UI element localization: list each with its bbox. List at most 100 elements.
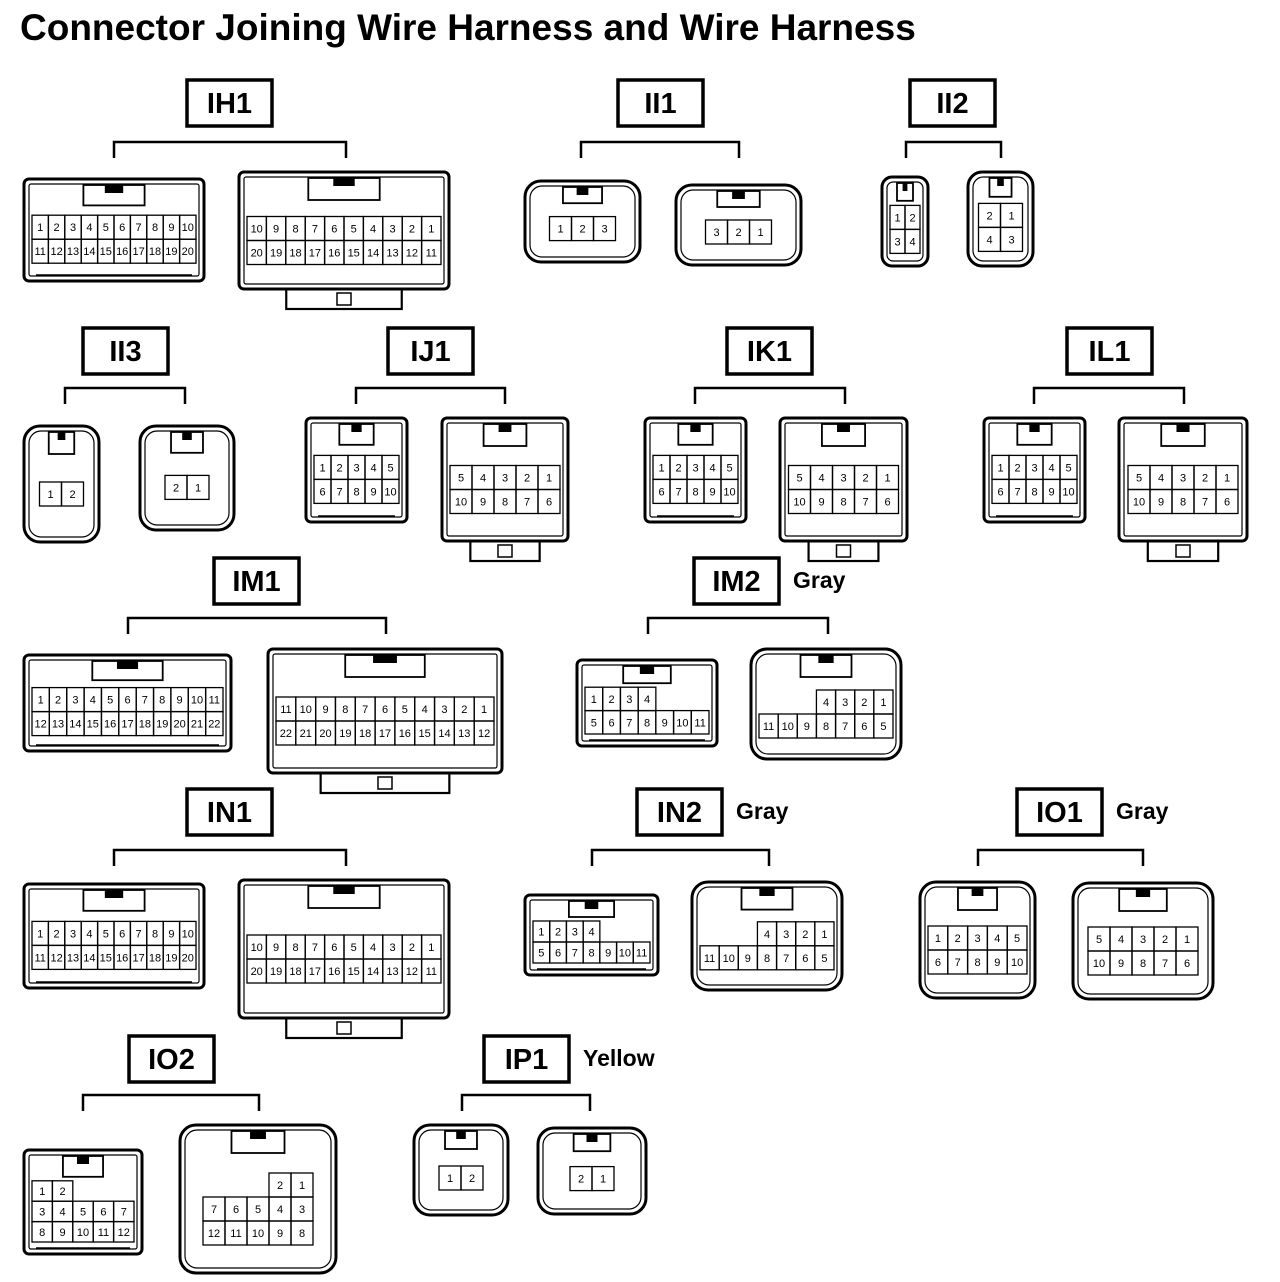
pin-number: 7 (121, 1206, 127, 1218)
pin-number: 10 (1062, 486, 1074, 498)
pin-number: 1 (428, 942, 434, 954)
connector-label-box (386, 326, 475, 376)
pin-number: 5 (591, 717, 597, 729)
pin-cell (420, 958, 442, 984)
pin-number: 11 (34, 952, 45, 964)
pin-number: 4 (986, 234, 992, 246)
pin-number: 1 (37, 928, 43, 940)
pin-cell (720, 478, 739, 505)
pin-number: 6 (546, 497, 552, 509)
pin-number: 5 (880, 721, 886, 733)
pin-cell (112, 1220, 135, 1243)
pin-number: 20 (319, 728, 331, 740)
pin-number: 1 (546, 473, 552, 485)
connector-bracket (112, 848, 348, 866)
pin-number: 14 (69, 719, 81, 731)
pin-number: 9 (804, 721, 810, 733)
pin-number: 11 (636, 948, 647, 960)
pin-number: 10 (251, 942, 263, 954)
pin-number: 1 (428, 224, 434, 236)
pin-number: 4 (422, 704, 428, 716)
pin-number: 5 (387, 462, 393, 474)
pin-number: 20 (251, 248, 263, 260)
connector-bracket (63, 386, 187, 404)
pin-number: 1 (997, 462, 1003, 474)
pin-number: 1 (757, 227, 763, 239)
pin-number: 19 (156, 719, 168, 731)
pin-number: 2 (409, 224, 415, 236)
pin-number: 3 (299, 1204, 305, 1216)
pin-number: 2 (1014, 462, 1020, 474)
pin-number: 3 (713, 227, 719, 239)
pin-number: 3 (389, 942, 395, 954)
pin-number: 9 (745, 953, 751, 965)
pin-number: 10 (782, 721, 794, 733)
pin-number: 3 (70, 222, 76, 234)
pin-number: 13 (67, 246, 79, 258)
pin-number: 2 (555, 927, 561, 939)
pin-number: 21 (191, 719, 203, 731)
pin-number: 9 (1048, 486, 1054, 498)
pin-number: 5 (538, 948, 544, 960)
pin-number: 4 (370, 942, 376, 954)
pin-number: 15 (348, 966, 360, 978)
pin-number: 1 (195, 482, 201, 494)
pin-number: 3 (1140, 934, 1146, 946)
pin-number: 16 (116, 246, 128, 258)
pin-number: 14 (438, 728, 450, 740)
pin-number: 6 (555, 948, 561, 960)
connector-label-box (482, 1034, 571, 1084)
pin-number: 6 (119, 928, 125, 940)
pin-number: 3 (389, 224, 395, 236)
pin-number: 8 (299, 1228, 305, 1240)
pin-number: 20 (251, 966, 263, 978)
pin-number: 18 (139, 719, 151, 731)
pin-cell (1059, 478, 1078, 505)
pin-number: 13 (52, 719, 64, 731)
pin-number: 19 (270, 248, 282, 260)
pin-number: 7 (336, 486, 342, 498)
connector-color-note: Gray (1116, 798, 1169, 824)
connector-bracket (646, 616, 830, 634)
connector-label-box (127, 1034, 216, 1084)
pin-number: 10 (182, 222, 194, 234)
pin-number: 9 (480, 497, 486, 509)
pin-number: 9 (709, 486, 715, 498)
pin-number: 20 (182, 246, 194, 258)
pin-number: 10 (793, 497, 805, 509)
pin-number: 10 (182, 928, 194, 940)
pin-number: 1 (821, 929, 827, 941)
pin-number: 8 (823, 721, 829, 733)
pin-number: 9 (60, 1227, 66, 1239)
pin-number: 2 (609, 694, 615, 706)
pin-number: 2 (524, 473, 530, 485)
pin-number: 7 (1014, 486, 1020, 498)
pin-number: 7 (1162, 958, 1168, 970)
connector-label: IN1 (207, 797, 252, 829)
pin-number: 6 (861, 721, 867, 733)
pin-number: 1 (47, 489, 53, 501)
pin-number: 1 (39, 1186, 45, 1198)
pin-number: 17 (309, 966, 321, 978)
connector-label-box (725, 326, 814, 376)
pin-cell (591, 1165, 615, 1192)
pin-number: 10 (723, 486, 735, 498)
pin-number: 17 (379, 728, 391, 740)
connector-bracket (112, 140, 348, 158)
pin-number: 5 (351, 942, 357, 954)
pin-number: 6 (382, 704, 388, 716)
pin-number: 12 (50, 952, 62, 964)
connector-label: IJ1 (410, 336, 450, 368)
pin-number: 8 (159, 695, 165, 707)
